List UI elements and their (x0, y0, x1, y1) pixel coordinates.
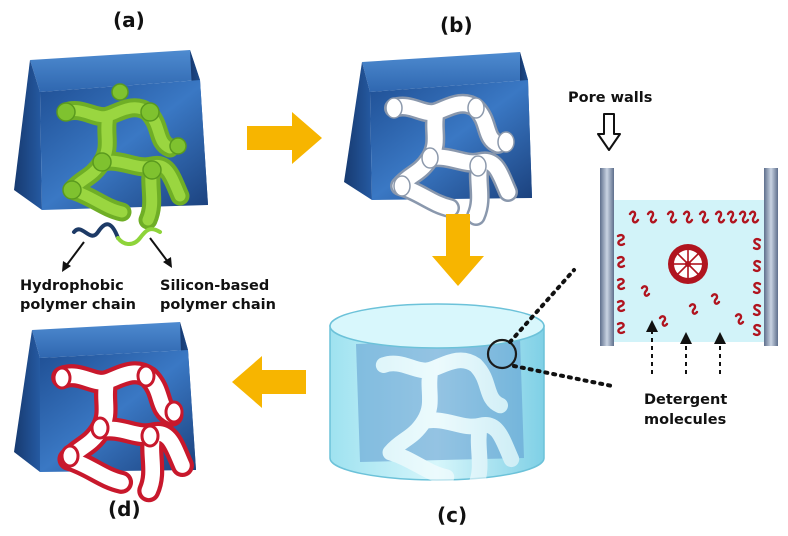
panel-label-a: (a) (113, 8, 145, 32)
detergent-label-line2: molecules (644, 412, 726, 428)
arrow-c-to-d (232, 356, 306, 408)
detergent-arrowheads (646, 320, 726, 344)
silicon-label-line1: Silicon-based (160, 278, 269, 294)
detergent-label-line1: Detergent (644, 392, 727, 408)
polymer-chain-legend (62, 222, 172, 272)
detergent-molecules-top (628, 210, 760, 224)
cylinder-c-solvent-bath (329, 303, 545, 486)
zoom-circle (486, 338, 518, 370)
silicon-label-line2: polymer chain (160, 297, 276, 313)
pore-inset (600, 168, 778, 374)
pore-wall-right (764, 168, 778, 346)
cube-b-template-removed (344, 52, 532, 216)
panel-label-d: (d) (108, 497, 141, 521)
micelle (668, 244, 708, 284)
arrow-b-to-c (432, 214, 484, 286)
zoom-dotted-lines (508, 268, 614, 388)
pore-walls-pointer-arrow (597, 113, 621, 151)
hydrophobic-label-line2: polymer chain (20, 297, 136, 313)
cube-a-green-network (14, 50, 208, 220)
detergent-arrows (651, 330, 721, 374)
hydrophobic-label-line1: Hydrophobic (20, 278, 124, 294)
panel-label-b: (b) (440, 13, 473, 37)
detergent-molecules-walls (616, 233, 762, 337)
cube-d-coated-network (14, 322, 196, 491)
pore-walls-label: Pore walls (568, 90, 652, 106)
hydrophobic-chain-segment (72, 222, 120, 240)
silicon-chain-segment (116, 227, 162, 246)
arrow-a-to-b (247, 112, 322, 164)
detergent-molecules-free (640, 285, 745, 327)
pore-wall-left (600, 168, 614, 346)
panel-label-c: (c) (437, 503, 467, 527)
